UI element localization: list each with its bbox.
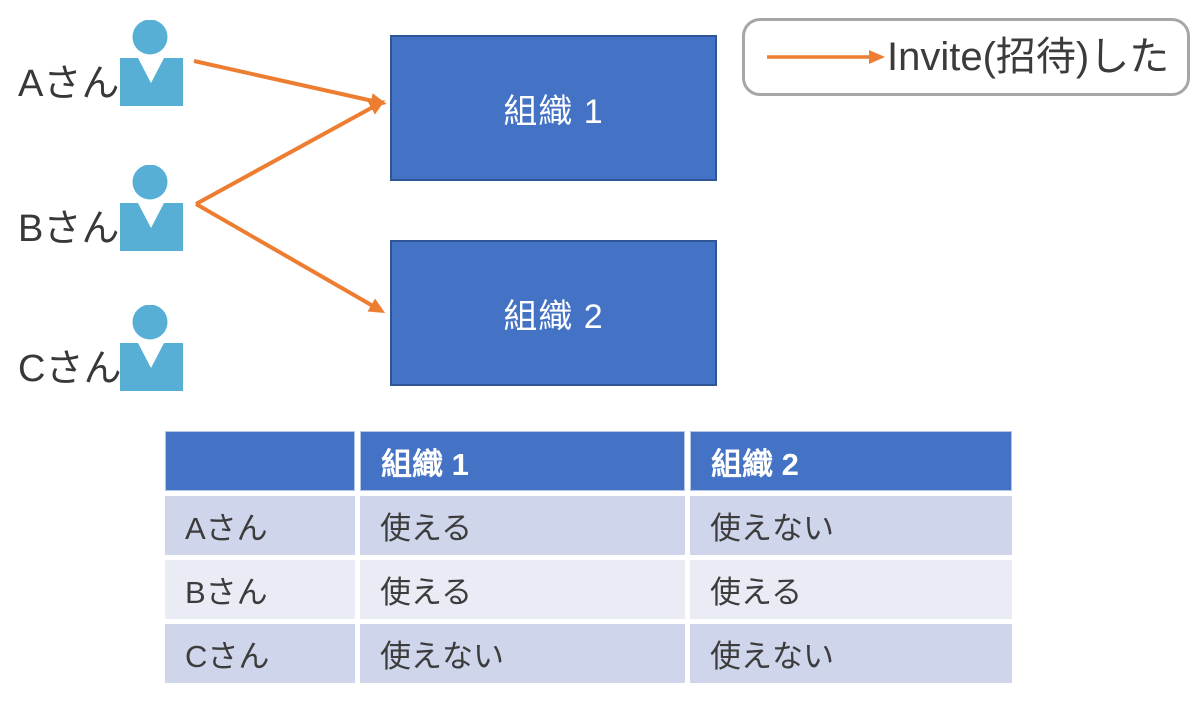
org-box-1-label: 組織 1 [503, 92, 604, 131]
person-a: Aさん [18, 20, 184, 106]
arrow-icon [767, 50, 885, 64]
person-b-label: Bさん [18, 208, 120, 251]
user-icon [120, 305, 183, 391]
person-a-label: Aさん [18, 63, 120, 106]
arrow-a-to-org1 [193, 59, 387, 108]
org-box-2: 組織 2 [390, 240, 717, 386]
person-c-label: Cさん [18, 348, 122, 391]
person-b: Bさん [18, 165, 184, 251]
arrow-b-to-org1 [195, 100, 386, 206]
table-row-c-org1: 使えない [360, 624, 685, 683]
table-header-empty [165, 431, 355, 491]
table-row-a-org1: 使える [360, 496, 685, 555]
user-icon [120, 20, 183, 106]
person-c: Cさん [18, 305, 184, 391]
user-icon [120, 165, 183, 251]
table-header-org1: 組織 1 [360, 431, 685, 491]
table-row-b-name: Bさん [165, 560, 355, 619]
table-row-b-org2: 使える [690, 560, 1012, 619]
table-row-a-name: Aさん [165, 496, 355, 555]
table-row-c-name: Cさん [165, 624, 355, 683]
table-row-a-org2: 使えない [690, 496, 1012, 555]
org-box-2-label: 組織 2 [503, 297, 604, 336]
legend-label: Invite(招待)した [887, 35, 1170, 79]
arrow-b-to-org2 [195, 202, 386, 313]
table-row-b-org1: 使える [360, 560, 685, 619]
table-row-c-org2: 使えない [690, 624, 1012, 683]
legend: Invite(招待)した [742, 18, 1190, 96]
table-header-org2: 組織 2 [690, 431, 1012, 491]
access-table: 組織 1 組織 2 Aさん 使える 使えない Bさん 使える 使える Cさん 使… [165, 431, 1012, 683]
org-box-1: 組織 1 [390, 35, 717, 181]
